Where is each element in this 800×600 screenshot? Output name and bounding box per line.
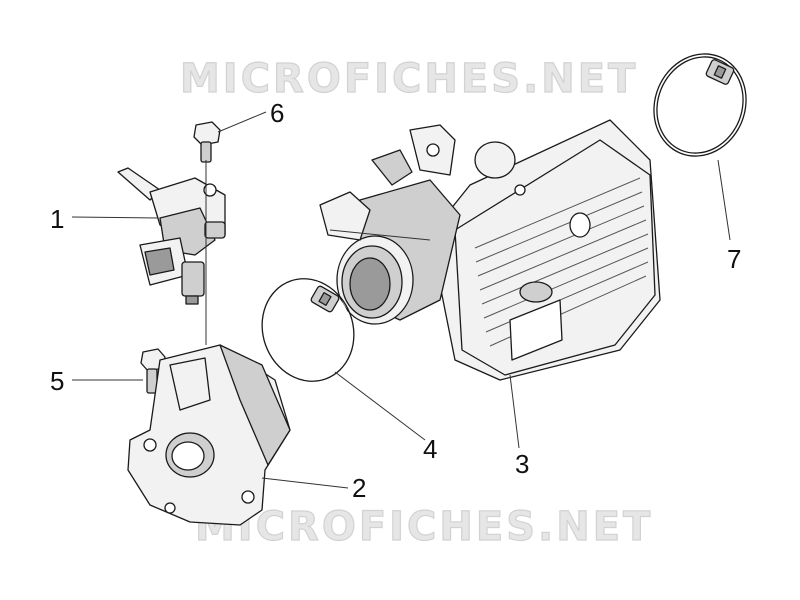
part-7-hose-clamp[interactable] — [639, 40, 761, 170]
callout-2: 2 — [352, 473, 366, 503]
part-2-intake-manifold[interactable] — [127, 344, 291, 526]
callout-6: 6 — [270, 98, 284, 128]
part-3-throttle-body[interactable] — [319, 119, 661, 381]
watermark-bottom: MICROFICHES.NET — [195, 504, 653, 550]
callout-1: 1 — [50, 204, 64, 234]
part-1-injector[interactable] — [117, 167, 226, 305]
part-4-hose-clamp[interactable] — [248, 266, 368, 395]
part-6-bolt[interactable] — [193, 121, 221, 163]
callout-7: 7 — [727, 244, 741, 274]
callout-5: 5 — [50, 366, 64, 396]
watermark-top: MICROFICHES.NET — [180, 56, 638, 102]
callout-3: 3 — [515, 449, 529, 479]
callout-4: 4 — [423, 434, 437, 464]
leader-lines — [71, 111, 731, 489]
